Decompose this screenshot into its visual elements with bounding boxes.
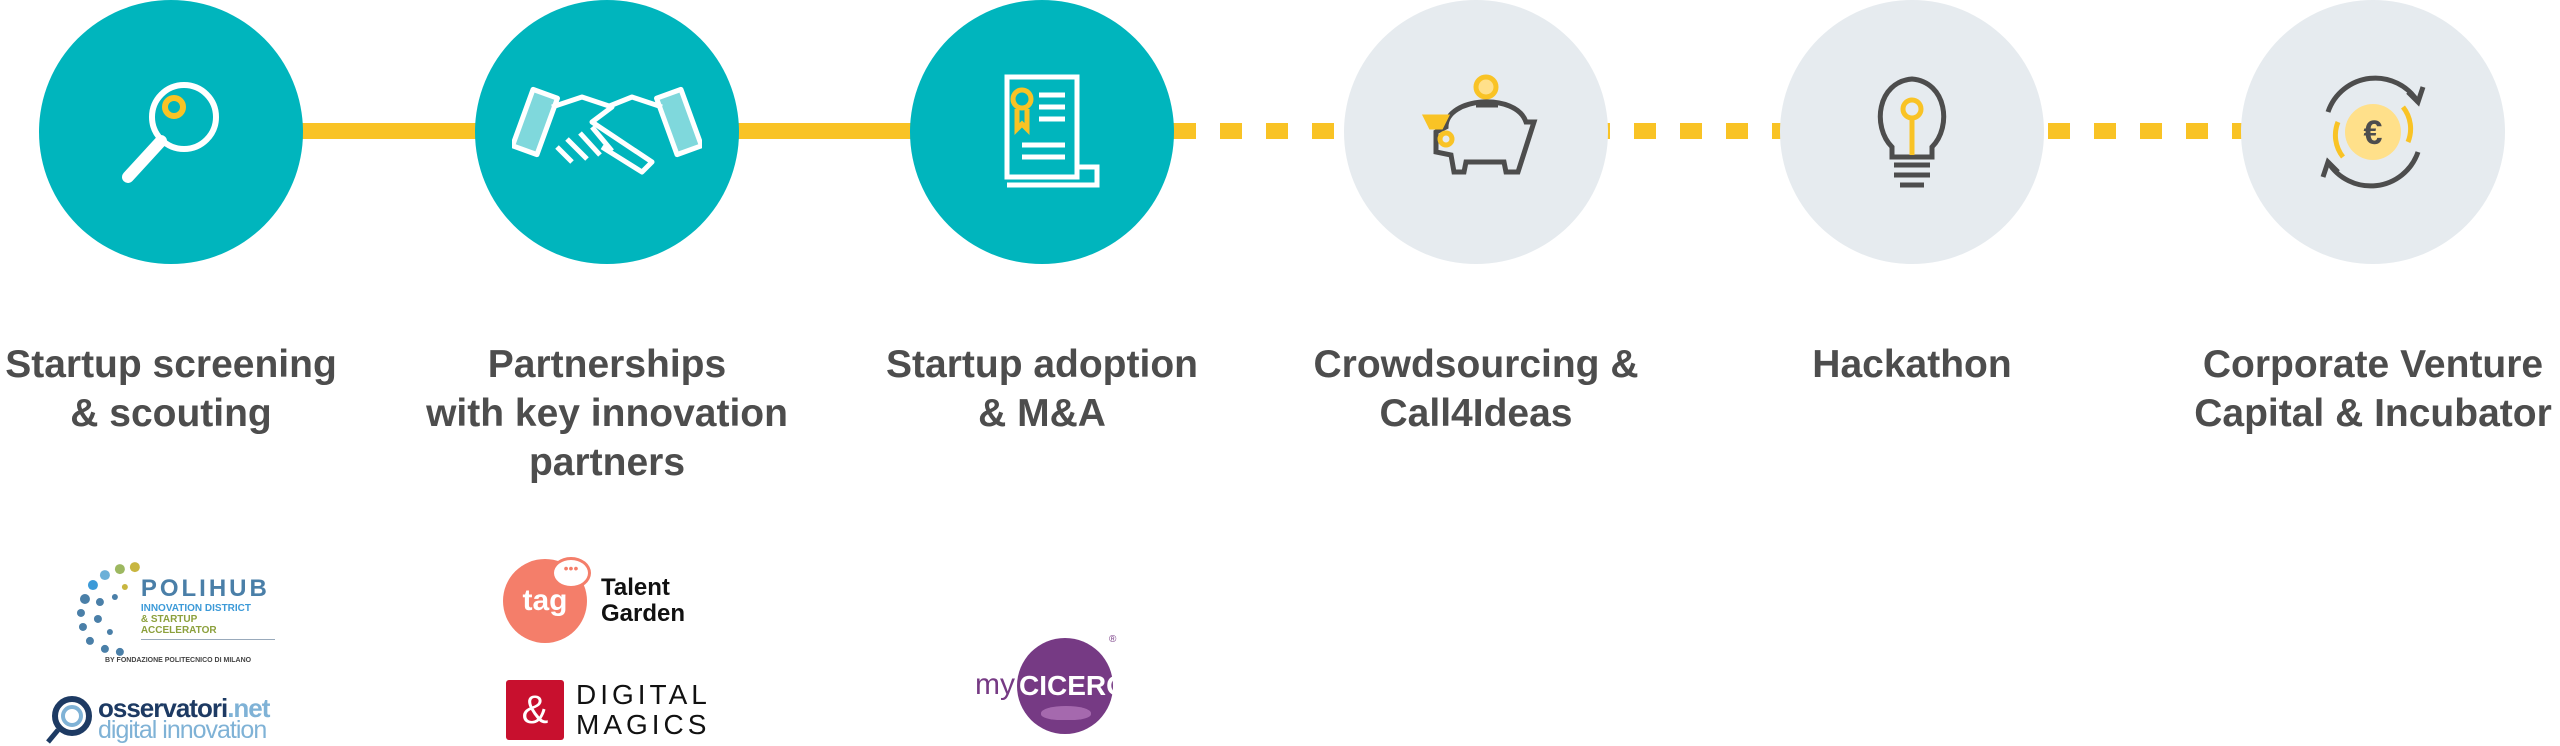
- euro-cycle-icon: €: [2241, 0, 2505, 264]
- talent-garden-logo: tag ••• Talent Garden: [503, 557, 686, 644]
- tag-badge: tag: [522, 584, 568, 617]
- mycicero-logo: my CICERO ®: [975, 634, 1128, 736]
- mycicero-prefix: my: [975, 668, 1015, 701]
- step-label: Partnerships with key innovation partner…: [426, 343, 788, 484]
- talent-garden-text: Garden: [601, 600, 686, 627]
- step-label: Hackathon: [1812, 343, 2012, 386]
- polihub-logo: POLIHUB INNOVATION DISTRICT & STARTUP AC…: [65, 547, 275, 667]
- osservatori-magnifier-icon: [46, 696, 92, 744]
- moustache-icon: [1041, 706, 1091, 720]
- svg-text:€: €: [2364, 114, 2383, 152]
- step-label: Startup screening & scouting: [5, 343, 337, 435]
- step-label: Startup adoption & M&A: [886, 343, 1198, 435]
- chat-bubble-icon: •••: [551, 557, 591, 589]
- osservatori-sub: digital innovation: [98, 716, 267, 744]
- talent-garden-text: Talent: [601, 574, 670, 601]
- piggy-bank-icon: [1344, 0, 1608, 264]
- polihub-tagline: & STARTUP ACCELERATOR: [140, 614, 275, 640]
- step-label: Corporate Venture Capital & Incubator: [2194, 343, 2552, 435]
- osservatori-logo: osservatori.net digital innovation: [44, 693, 270, 744]
- digital-magics-mark-icon: &: [506, 680, 564, 740]
- digital-magics-text: DIGITAL: [576, 679, 711, 710]
- magnifier-icon: [39, 0, 303, 264]
- polihub-tagline: INNOVATION DISTRICT: [140, 602, 252, 614]
- registered-mark: ®: [1109, 634, 1117, 645]
- connector-dashed: [1174, 123, 2254, 139]
- mycicero-name: CICERO: [1019, 670, 1128, 701]
- step-label: Crowdsourcing & Call4Ideas: [1313, 343, 1639, 435]
- polihub-dots-icon: [76, 562, 140, 656]
- handshake-icon: [475, 0, 739, 264]
- lightbulb-icon: [1780, 0, 2044, 264]
- polihub-name: POLIHUB: [140, 574, 270, 602]
- osservatori-name: osservatori: [98, 693, 228, 723]
- polihub-byline: BY FONDAZIONE POLITECNICO DI MILANO: [105, 657, 252, 664]
- osservatori-tld: .net: [227, 693, 270, 723]
- certificate-icon: [910, 0, 1174, 264]
- digital-magics-text: MAGICS: [576, 709, 711, 740]
- digital-magics-logo: & DIGITAL MAGICS: [506, 679, 711, 741]
